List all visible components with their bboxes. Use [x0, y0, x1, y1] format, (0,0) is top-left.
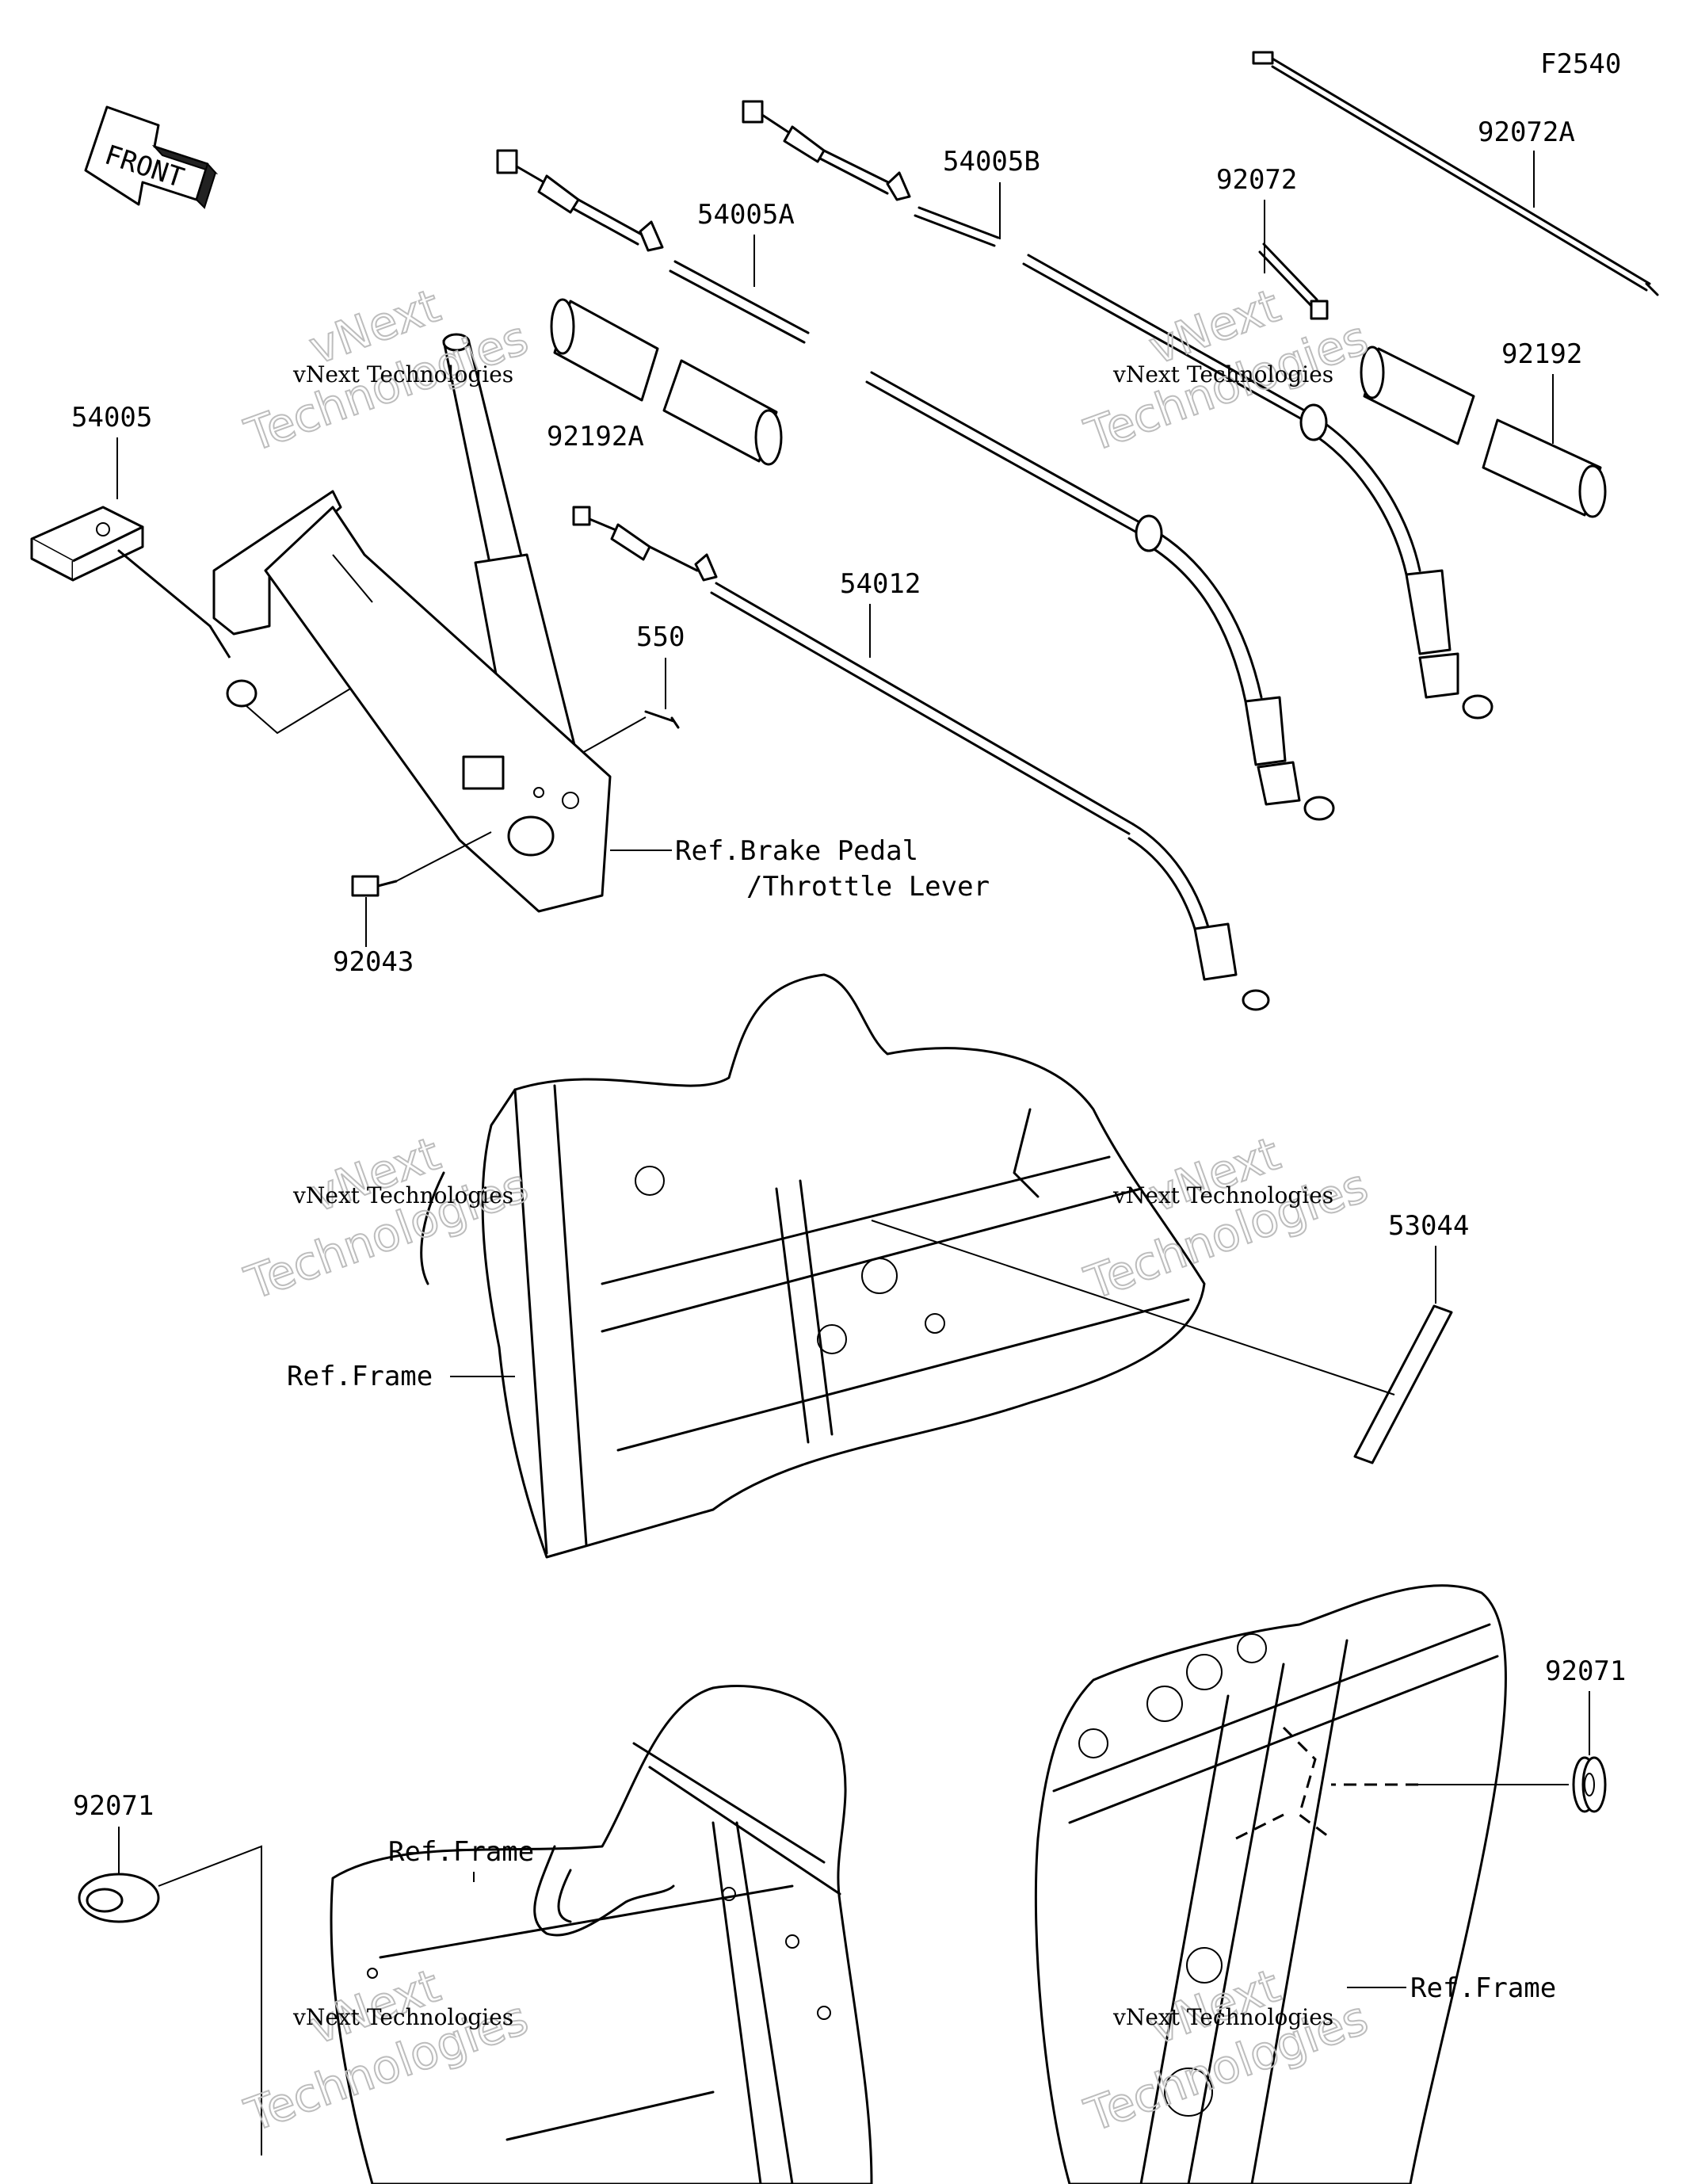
part-92192-label: 92192	[1501, 338, 1582, 370]
part-54012-label: 54012	[840, 568, 921, 600]
pin-92043	[351, 875, 398, 897]
cable-tie-92072	[1258, 242, 1329, 320]
part-92192A-label: 92192A	[547, 421, 644, 452]
cable-54005B	[742, 100, 1494, 720]
front-arrow-icon: FRONT	[84, 105, 219, 209]
watermark-small-6: vNext Technologies	[1112, 2004, 1333, 2030]
frame-bottom-right	[1034, 1584, 1507, 2184]
grip-92192	[1360, 346, 1607, 518]
brake-pedal-assembly	[212, 333, 612, 913]
cable-54012	[572, 506, 1270, 1011]
watermark-small-5: vNext Technologies	[292, 2004, 513, 2030]
part-92071-right-label: 92071	[1545, 1655, 1626, 1687]
ref-frame-bottom-right-label: Ref.Frame	[1410, 1972, 1556, 2004]
part-550-label: 550	[636, 621, 685, 653]
cable-54005A	[496, 149, 1335, 821]
frame-middle	[420, 973, 1206, 1559]
watermark-small-3: vNext Technologies	[292, 1182, 513, 1208]
watermark-small-1: vNext Technologies	[292, 361, 513, 388]
part-92043-label: 92043	[333, 946, 414, 978]
part-54005B-label: 54005B	[943, 146, 1040, 178]
pin-550	[644, 710, 680, 729]
part-54005A-label: 54005A	[697, 199, 795, 231]
part-92072-label: 92072	[1216, 164, 1297, 196]
part-92071-left-label: 92071	[73, 1790, 154, 1822]
watermark-top-right: vNext Technologies vNext Technologies	[1078, 277, 1375, 463]
grommet-92071-right	[1572, 1756, 1607, 1813]
ref-frame-middle-label: Ref.Frame	[287, 1361, 433, 1392]
ref-throttle-lever-label: /Throttle Lever	[746, 871, 990, 903]
ref-frame-bottom-left-label: Ref.Frame	[388, 1836, 534, 1868]
grommet-92071-left	[78, 1873, 160, 1923]
watermark-small-4: vNext Technologies	[1112, 1182, 1333, 1208]
grip-92192A	[550, 298, 783, 466]
watermark-small-2: vNext Technologies	[1112, 361, 1333, 388]
tape-53044	[1353, 1304, 1453, 1464]
part-54005-label: 54005	[71, 402, 152, 433]
cable-tie-92072A	[1252, 51, 1659, 296]
part-92072A-label: 92072A	[1478, 116, 1575, 148]
ref-brake-pedal-label: Ref.Brake Pedal	[675, 835, 918, 867]
cable-guide-54005	[30, 506, 258, 708]
diagram-code: F2540	[1540, 48, 1621, 80]
frame-bottom-left	[330, 1685, 873, 2184]
part-53044-label: 53044	[1388, 1210, 1469, 1242]
